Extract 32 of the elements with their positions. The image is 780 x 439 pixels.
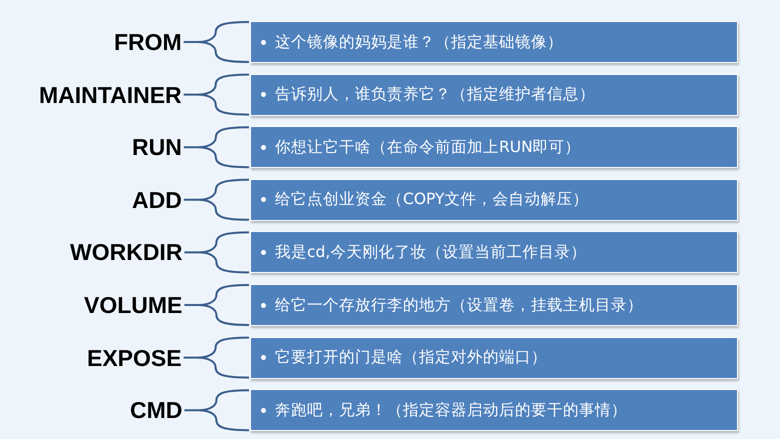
description-box (250, 74, 738, 116)
brace-connector (183, 284, 250, 326)
brace-connector (182, 336, 250, 379)
description-text: 告诉别人，谁负责养它？（指定维护者信息） (275, 84, 595, 106)
description-text: 这个镜像的妈妈是谁？（指定基础镜像） (275, 32, 563, 52)
description-box (250, 336, 738, 379)
keyword-label: FROM (114, 28, 182, 56)
brace-connector (183, 389, 250, 432)
description-box (250, 231, 738, 274)
brace-connector (182, 21, 250, 63)
description-text: 它要打开的门是啥（指定对外的端口） (275, 347, 547, 368)
brace-connector (182, 74, 250, 116)
keyword-label: ADD (132, 186, 182, 214)
keyword-label: CMD (130, 396, 182, 424)
description-box (250, 178, 738, 221)
description-box (250, 126, 738, 168)
keyword-label: WORKDIR (70, 238, 182, 266)
brace-connector (182, 126, 250, 168)
description-text: 奔跑吧，兄弟！（指定容器启动后的要干的事情） (275, 400, 627, 421)
keyword-label: RUN (132, 133, 182, 162)
brace-connector (183, 231, 250, 274)
keyword-label: MAINTAINER (39, 80, 182, 109)
description-box (250, 284, 738, 326)
description-text: 你想让它干啥（在命令前面加上RUN即可） (275, 136, 581, 158)
description-text: 给它一个存放行李的地方（设置卷，挂载主机目录） (275, 294, 643, 316)
keyword-label: VOLUME (84, 291, 182, 319)
brace-connector (182, 178, 250, 221)
description-box (250, 389, 738, 432)
description-text: 我是cd,今天刚化了妆（设置当前工作目录） (275, 242, 586, 263)
description-text: 给它点创业资金（COPY文件，会自动解压） (275, 189, 588, 210)
description-box (250, 21, 738, 63)
keyword-label: EXPOSE (87, 344, 182, 372)
